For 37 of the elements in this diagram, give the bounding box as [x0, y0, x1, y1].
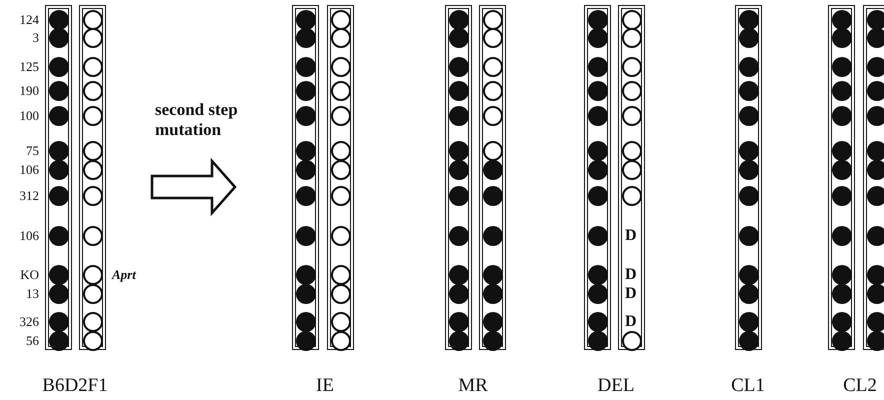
deletion-mark: D	[625, 228, 637, 244]
marker-label: 100	[20, 109, 39, 123]
deletion-mark: D	[625, 286, 637, 302]
block-arrow	[150, 158, 237, 216]
chromosome-bar	[445, 5, 472, 350]
strain-label: CL1	[731, 376, 765, 396]
marker-label: 56	[26, 334, 39, 348]
chromosome-bar	[828, 5, 855, 350]
marker-label: KO	[20, 268, 39, 282]
strain-label: CL2	[843, 376, 877, 396]
chromosome-bar	[618, 5, 645, 350]
marker-label: 124	[20, 13, 39, 27]
deletion-mark: D	[625, 267, 637, 283]
marker-label: 106	[20, 163, 39, 177]
chromosome-bar	[292, 5, 319, 350]
marker-label: 3	[32, 31, 39, 45]
chromosome-bar	[327, 5, 354, 350]
strain-label: IE	[316, 376, 334, 396]
strain-label: MR	[458, 376, 488, 396]
marker-label: 13	[26, 287, 39, 301]
strain-label: DEL	[598, 376, 634, 396]
chromosome-bar	[863, 5, 884, 350]
chromosome-bar	[79, 5, 106, 350]
marker-label: 190	[20, 84, 39, 98]
gene-label: Aprt	[112, 268, 136, 282]
marker-label: 106	[20, 229, 39, 243]
marker-label: 75	[26, 144, 39, 158]
chromosome-bar	[45, 5, 72, 350]
deletion-mark: D	[625, 314, 637, 330]
chromosome-bar	[735, 5, 762, 350]
marker-label: 326	[20, 315, 39, 329]
chromosome-bar	[584, 5, 611, 350]
strain-label: B6D2F1	[42, 376, 108, 396]
marker-label: 125	[20, 60, 39, 74]
edge-label: second step mutation	[155, 100, 239, 140]
chromosome-bar	[479, 5, 506, 350]
marker-label: 312	[20, 189, 39, 203]
